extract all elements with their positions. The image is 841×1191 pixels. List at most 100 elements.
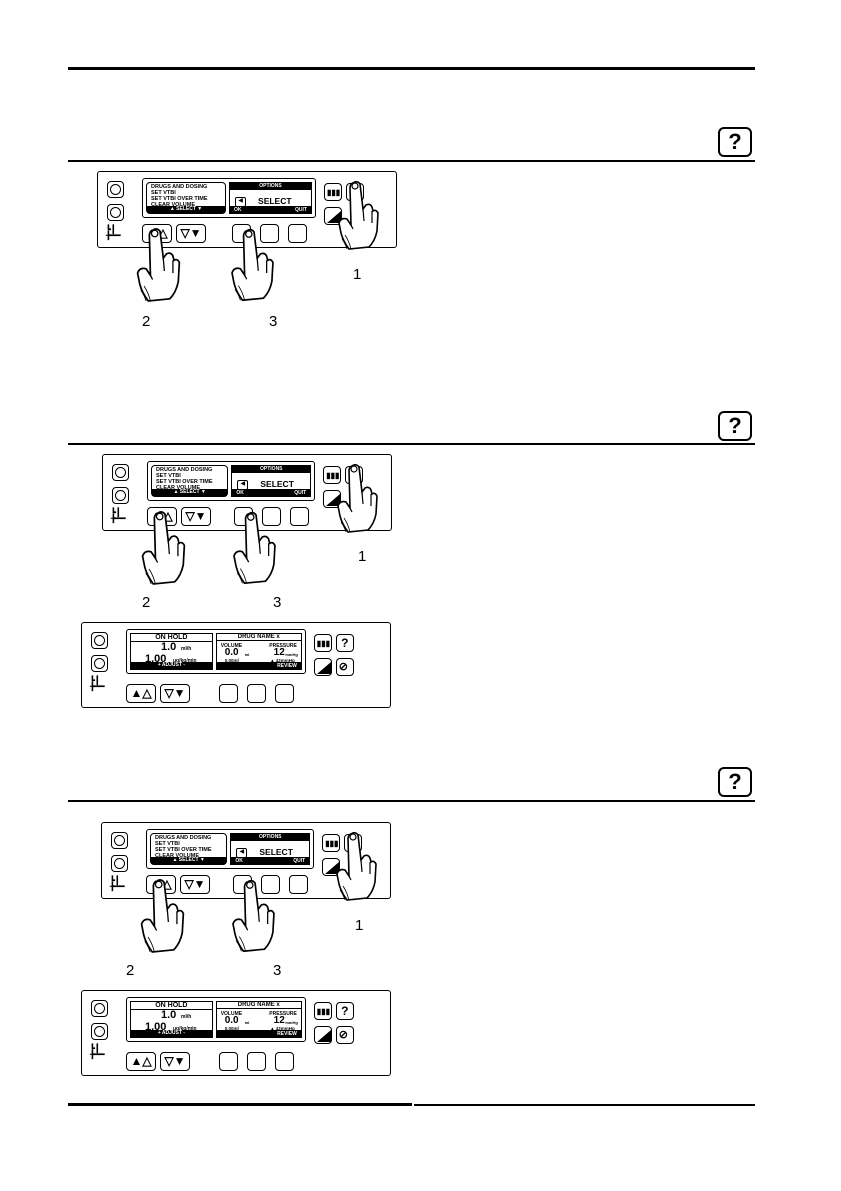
- syringe-icon: ┗┃╊━━: [111, 508, 126, 523]
- left-key-top[interactable]: [111, 832, 128, 849]
- volume-sub: 0.00ml: [224, 1026, 239, 1031]
- left-key-bottom[interactable]: [91, 1023, 108, 1040]
- bolus-key[interactable]: ▮▮▮: [324, 183, 342, 201]
- softkey[interactable]: [290, 507, 310, 526]
- softkey[interactable]: [219, 684, 239, 703]
- softkey[interactable]: [275, 1052, 295, 1071]
- scroll-up-key[interactable]: ▲△: [126, 1052, 156, 1071]
- volume-unit: ml: [244, 652, 250, 657]
- help-icon: ?: [718, 411, 752, 441]
- menu-item[interactable]: CLEAR VOLUME: [151, 202, 195, 208]
- pressure-icon: [326, 494, 341, 506]
- options-title: OPTIONS: [232, 466, 311, 473]
- callout-1: 1: [355, 917, 364, 934]
- bottom-rule-left: [68, 1103, 412, 1106]
- bottom-rule-right: [414, 1104, 755, 1106]
- pressure-key[interactable]: [313, 658, 332, 676]
- hand-pointer-icon: [233, 511, 277, 585]
- left-key-top[interactable]: [91, 632, 108, 649]
- section-rule: [68, 160, 755, 162]
- help-icon: ?: [718, 127, 752, 157]
- bolus-key[interactable]: ▮▮▮: [313, 634, 332, 652]
- softkey[interactable]: [247, 684, 267, 703]
- menu-item[interactable]: CLEAR VOLUME: [156, 485, 200, 491]
- review-softkey-label: REVIEW: [277, 662, 297, 669]
- menu-item[interactable]: CLEAR VOLUME: [155, 853, 199, 859]
- menu-item[interactable]: SET VTBI: [155, 841, 180, 847]
- pressure-key[interactable]: [322, 858, 341, 876]
- menu-item[interactable]: SET VTBI OVER TIME: [155, 847, 212, 853]
- chevron-down-icon: ▽▼: [164, 686, 186, 700]
- pressure-key[interactable]: [324, 207, 342, 225]
- pressure-key[interactable]: [313, 1026, 332, 1044]
- scroll-up-key[interactable]: ▲△: [126, 684, 156, 703]
- select-bar: ▲ SELECT ▼: [147, 206, 226, 214]
- syringe-icon: ┗┃╊━━: [106, 225, 121, 240]
- menu-item[interactable]: DRUGS AND DOSING: [156, 467, 213, 473]
- bolus-key[interactable]: ▮▮▮: [323, 466, 342, 484]
- volume-unit: ml: [244, 1020, 250, 1025]
- menu-item[interactable]: SET VTBI: [156, 473, 181, 479]
- bolus-key[interactable]: ▮▮▮: [313, 1002, 332, 1020]
- left-key-top[interactable]: [107, 181, 124, 198]
- softkey[interactable]: [262, 507, 282, 526]
- left-key-top[interactable]: [91, 1000, 108, 1017]
- rate-value: 1.0: [161, 641, 177, 653]
- bolus-key[interactable]: ▮▮▮: [322, 834, 341, 852]
- softkey[interactable]: [247, 1052, 267, 1071]
- scroll-down-key[interactable]: ▽▼: [160, 684, 190, 703]
- softkey[interactable]: [289, 875, 309, 894]
- key-switch[interactable]: ⊘: [335, 1026, 354, 1044]
- hand-pointer-icon: [338, 180, 379, 250]
- left-key-bottom[interactable]: [111, 855, 128, 872]
- volume-label: VOLUME: [220, 643, 243, 649]
- softkey[interactable]: [288, 224, 308, 243]
- dose-unit: ug/kg/min: [173, 1026, 197, 1032]
- scroll-down-key[interactable]: ▽▼: [160, 1052, 190, 1071]
- help-key[interactable]: ?: [335, 1002, 354, 1020]
- menu-item[interactable]: DRUGS AND DOSING: [155, 835, 212, 841]
- chevron-down-icon: ▽▼: [180, 226, 202, 240]
- menu-item[interactable]: SET VTBI OVER TIME: [151, 196, 208, 202]
- volume-sub: 0.00ml: [224, 658, 239, 663]
- callout-1: 1: [353, 266, 362, 283]
- help-key[interactable]: ?: [335, 634, 354, 652]
- left-key-bottom[interactable]: [112, 487, 129, 504]
- hand-pointer-icon: [336, 831, 377, 901]
- softkey[interactable]: [260, 224, 280, 243]
- scroll-down-key[interactable]: ▽▼: [181, 507, 211, 526]
- callout-2: 2: [142, 313, 151, 330]
- scroll-down-key[interactable]: ▽▼: [180, 875, 210, 894]
- drug-title: DRUG NAME x: [216, 1002, 301, 1009]
- select-label: SELECT: [259, 847, 293, 857]
- pressure-label: PRESSURE: [269, 1011, 297, 1017]
- softkey[interactable]: [261, 875, 281, 894]
- pressure-key[interactable]: [323, 490, 342, 508]
- softkey[interactable]: [219, 1052, 239, 1071]
- callout-3: 3: [269, 313, 278, 330]
- callout-3: 3: [273, 594, 282, 611]
- scroll-down-key[interactable]: ▽▼: [176, 224, 206, 243]
- menu-item[interactable]: SET VTBI OVER TIME: [156, 479, 213, 485]
- left-key-top[interactable]: [112, 464, 129, 481]
- left-key-bottom[interactable]: [91, 655, 108, 672]
- drug-title: DRUG NAME x: [216, 634, 301, 641]
- dose-unit: ug/kg/min: [173, 658, 197, 664]
- left-key-bottom[interactable]: [107, 204, 124, 221]
- menu-item[interactable]: SET VTBI: [151, 190, 176, 196]
- softkey[interactable]: [275, 684, 295, 703]
- key-icon: ⊘: [338, 661, 349, 673]
- pressure-icon: [325, 862, 340, 874]
- review-bar: REVIEW: [216, 1029, 301, 1037]
- section-rule: [68, 800, 755, 802]
- help-icon: ?: [718, 767, 752, 797]
- key-switch[interactable]: ⊘: [335, 658, 354, 676]
- hand-pointer-icon: [140, 879, 185, 953]
- menu-item[interactable]: DRUGS AND DOSING: [151, 184, 208, 190]
